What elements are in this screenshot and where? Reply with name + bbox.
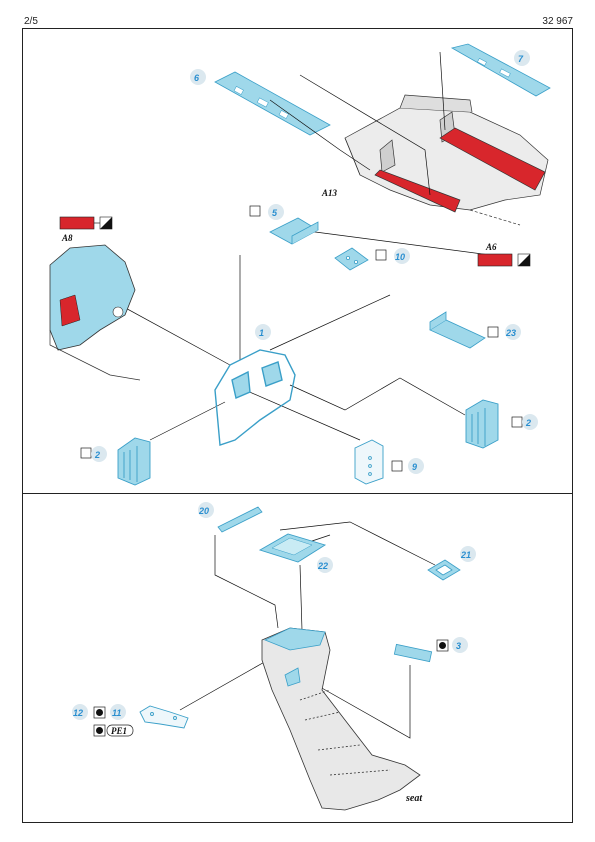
seat-frame bbox=[261, 627, 421, 811]
part-labels-top bbox=[91, 50, 538, 474]
cut-icon-3 bbox=[436, 639, 449, 652]
part-7-etch bbox=[450, 43, 551, 97]
page-number: 2/5 bbox=[24, 16, 38, 27]
part-23-label: 23 bbox=[505, 328, 516, 338]
part-5-bracket bbox=[269, 217, 319, 245]
part-labels-bottom bbox=[72, 502, 476, 720]
fold-icon bbox=[375, 249, 387, 261]
side-panel-left bbox=[49, 244, 141, 381]
part-7-label: 7 bbox=[518, 54, 524, 64]
part-9-label: 9 bbox=[412, 462, 417, 472]
part-2-right-label: 2 bbox=[525, 418, 531, 428]
part-3-label: 3 bbox=[456, 641, 461, 651]
part-6-etch bbox=[214, 71, 331, 136]
code-a8: A8 bbox=[61, 233, 73, 243]
catalog-number: 32 967 bbox=[542, 16, 573, 27]
part-6-label: 6 bbox=[194, 73, 200, 83]
leader-lines-bottom bbox=[179, 521, 436, 739]
fold-icon bbox=[391, 460, 403, 472]
leader-lines-top bbox=[119, 51, 491, 441]
code-a6: A6 bbox=[485, 242, 497, 252]
fold-icon bbox=[249, 205, 261, 217]
code-a13: A13 bbox=[321, 188, 338, 198]
part-9-box bbox=[354, 439, 384, 485]
pe1-tag bbox=[93, 724, 134, 737]
part-20-strip bbox=[217, 506, 263, 533]
fold-icon bbox=[80, 447, 92, 459]
part-21-label: 21 bbox=[460, 550, 471, 560]
part-11-label: 11 bbox=[112, 708, 121, 718]
part-20-label: 20 bbox=[198, 506, 209, 516]
fold-icon bbox=[511, 416, 523, 428]
fold-icon bbox=[487, 326, 499, 338]
part-22-label: 22 bbox=[317, 561, 328, 571]
part-2-left-label: 2 bbox=[94, 450, 100, 460]
paint-chip-a8 bbox=[59, 216, 113, 230]
part-12-label: 12 bbox=[73, 708, 83, 718]
cut-icon-11 bbox=[93, 706, 106, 719]
part-2-box-right bbox=[465, 399, 499, 449]
part-5-label: 5 bbox=[272, 208, 278, 218]
seat-label: seat bbox=[405, 793, 423, 804]
part-11-bracket bbox=[139, 705, 189, 729]
part-21-plate bbox=[427, 559, 461, 581]
bottom-panel bbox=[22, 493, 573, 823]
code-pe1: PE1 bbox=[111, 726, 127, 736]
part-10-plate bbox=[334, 247, 369, 271]
paint-chip-a6 bbox=[477, 253, 531, 267]
part-2-box-left bbox=[117, 437, 151, 486]
part-3-strip bbox=[393, 643, 433, 663]
part-22-plate bbox=[258, 533, 327, 563]
cockpit-frame bbox=[344, 94, 549, 226]
part-1-label: 1 bbox=[259, 328, 264, 338]
part-10-label: 10 bbox=[395, 252, 405, 262]
part-23-bracket bbox=[429, 311, 486, 349]
part-1-bulkhead bbox=[214, 349, 296, 446]
